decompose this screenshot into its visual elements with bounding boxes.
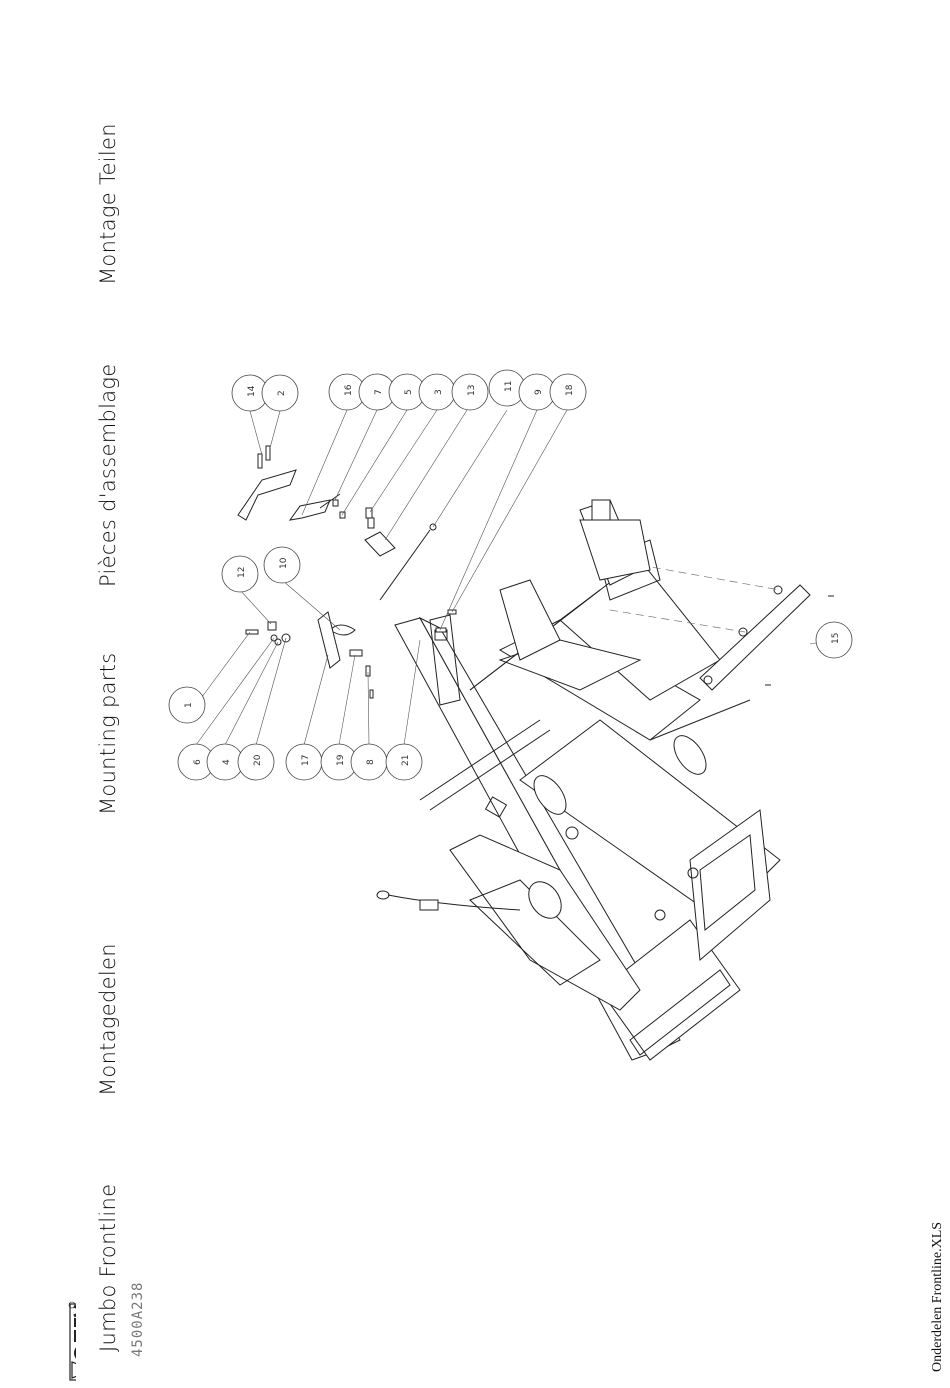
svg-text:18: 18	[565, 384, 575, 396]
callout-17: 17	[286, 744, 322, 780]
svg-text:5: 5	[404, 389, 414, 395]
callout-12: 12	[222, 556, 258, 592]
svg-text:14: 14	[247, 385, 257, 397]
svg-text:13: 13	[467, 385, 477, 396]
svg-text:4: 4	[222, 759, 232, 765]
svg-text:2: 2	[277, 390, 287, 396]
svg-text:12: 12	[237, 567, 247, 578]
svg-text:20: 20	[253, 754, 263, 766]
callout-15: 15	[816, 622, 852, 658]
svg-text:1: 1	[184, 702, 194, 708]
callout-3: 3	[419, 374, 455, 410]
svg-text:8: 8	[366, 759, 376, 765]
svg-text:17: 17	[301, 755, 311, 766]
callout-13: 13	[452, 374, 488, 410]
callout-8: 8	[351, 744, 387, 780]
svg-text:6: 6	[193, 759, 203, 765]
svg-text:9: 9	[534, 389, 544, 395]
svg-text:7: 7	[374, 389, 384, 395]
svg-text:19: 19	[336, 754, 346, 766]
callout-balloons: 14 2 16 7 5 3 13 11 9 18 12 10 1 6 4 20 …	[169, 370, 852, 780]
top-bracket	[592, 500, 610, 522]
svg-text:15: 15	[831, 633, 841, 644]
svg-text:21: 21	[401, 755, 411, 766]
svg-text:10: 10	[279, 557, 289, 569]
callout-1: 1	[169, 687, 205, 723]
svg-text:16: 16	[344, 384, 354, 396]
callout-20: 20	[238, 744, 274, 780]
callout-10: 10	[264, 547, 300, 583]
callout-2: 2	[262, 375, 298, 411]
callout-9: 9	[519, 374, 555, 410]
bolt-icon	[566, 827, 578, 839]
callout-21: 21	[386, 744, 422, 780]
svg-text:3: 3	[434, 389, 444, 395]
callout-18: 18	[550, 374, 586, 410]
svg-text:11: 11	[504, 381, 514, 392]
